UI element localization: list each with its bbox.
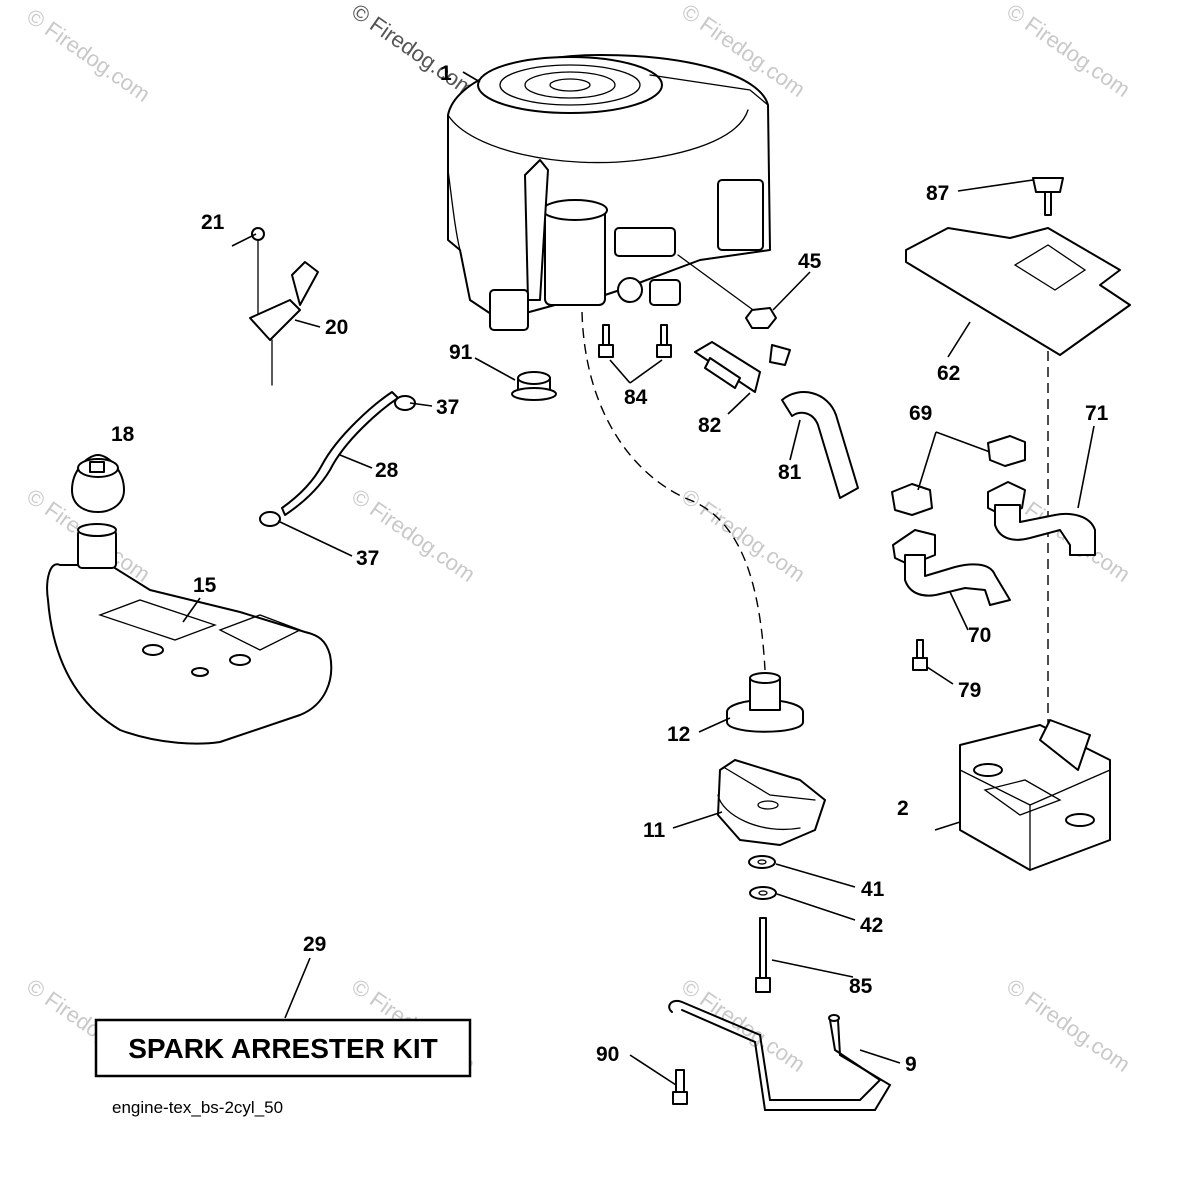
assembly-line bbox=[581, 311, 766, 671]
callout-11: 11 bbox=[643, 819, 666, 842]
long-bolt-part bbox=[755, 917, 771, 993]
callout-82: 82 bbox=[698, 414, 721, 437]
callout-70: 70 bbox=[968, 624, 991, 647]
washers-part bbox=[748, 855, 777, 900]
watermark-text: © Firedog.com bbox=[677, 484, 810, 587]
heat-shield-part bbox=[905, 227, 1131, 356]
watermark-text: © Firedog.com bbox=[677, 974, 810, 1077]
callout-41: 41 bbox=[861, 878, 885, 901]
callout-28: 28 bbox=[375, 459, 399, 482]
callout-37-lower: 37 bbox=[356, 547, 379, 570]
bushing-part bbox=[511, 371, 557, 401]
callout-69: 69 bbox=[909, 402, 932, 425]
leader-lines bbox=[182, 71, 1095, 1086]
callout-45: 45 bbox=[798, 250, 822, 273]
watermark-text: © Firedog.com bbox=[1002, 974, 1135, 1077]
callout-29: 29 bbox=[303, 933, 326, 956]
muffler-part bbox=[959, 719, 1111, 871]
drain-valve-part bbox=[694, 341, 791, 393]
callout-91: 91 bbox=[449, 341, 473, 364]
callouts: 1 2 9 11 12 15 18 20 21 28 29 37 37 41 4… bbox=[111, 62, 1109, 1076]
callout-37-upper: 37 bbox=[436, 396, 459, 419]
watermark-text: © Firedog.com bbox=[22, 4, 155, 107]
callout-84: 84 bbox=[624, 386, 648, 409]
callout-2: 2 bbox=[897, 797, 909, 820]
bolts-part bbox=[598, 324, 672, 358]
exhaust-part bbox=[891, 435, 1096, 606]
rod-part bbox=[668, 1000, 892, 1111]
fuel-cap-part bbox=[71, 454, 125, 513]
spark-arrester-kit-box: SPARK ARRESTER KIT bbox=[94, 1018, 472, 1078]
screw-part bbox=[1032, 177, 1064, 216]
callout-87: 87 bbox=[926, 182, 949, 205]
throttle-bracket-part bbox=[249, 227, 319, 386]
callout-85: 85 bbox=[849, 975, 873, 998]
callout-79: 79 bbox=[958, 679, 981, 702]
callout-81: 81 bbox=[778, 461, 802, 484]
figure-reference: engine-tex_bs-2cyl_50 bbox=[112, 1098, 283, 1117]
callout-18: 18 bbox=[111, 423, 135, 446]
nut-part bbox=[677, 254, 777, 329]
pulley-part bbox=[726, 672, 804, 733]
watermark-text: © Firedog.com bbox=[347, 484, 480, 587]
fuel-tank-part bbox=[46, 523, 333, 745]
callout-90: 90 bbox=[596, 1043, 619, 1066]
engine-part bbox=[447, 54, 771, 331]
callout-15: 15 bbox=[193, 574, 217, 597]
callout-20: 20 bbox=[325, 316, 348, 339]
watermark-text: © Firedog.com bbox=[347, 0, 480, 102]
callout-71: 71 bbox=[1085, 402, 1109, 425]
callout-21: 21 bbox=[201, 211, 225, 234]
watermark-text: © Firedog.com bbox=[1002, 0, 1135, 102]
callout-42: 42 bbox=[860, 914, 883, 937]
fuel-line-part bbox=[259, 391, 416, 527]
small-bolt-part bbox=[912, 639, 928, 671]
clutch-part bbox=[717, 759, 826, 846]
callout-62: 62 bbox=[937, 362, 960, 385]
callout-1: 1 bbox=[440, 62, 452, 85]
callout-9: 9 bbox=[905, 1053, 917, 1076]
spark-arrester-kit-label: SPARK ARRESTER KIT bbox=[128, 1033, 438, 1064]
callout-12: 12 bbox=[667, 723, 690, 746]
drain-hose-part bbox=[781, 391, 859, 499]
